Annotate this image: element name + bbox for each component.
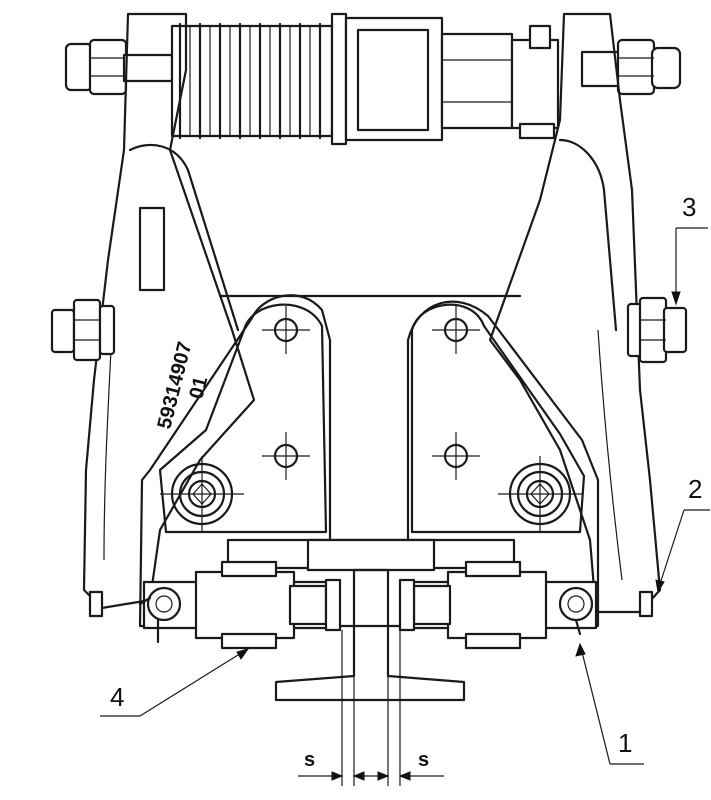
right-lever-arm [488, 12, 688, 614]
spring-actuator-assembly [64, 12, 682, 146]
gap-label-left: s [304, 749, 315, 771]
mounting-hole-top-right [432, 306, 480, 354]
left-adjuster-knob [138, 586, 182, 644]
callout-label-2: 2 [688, 474, 702, 504]
part-number-plate: 59314907 01 [154, 340, 213, 432]
rail-web [274, 568, 466, 702]
callout-2: 2 [655, 474, 710, 594]
callout-label-3: 3 [682, 192, 696, 222]
callout-4: 4 [100, 648, 250, 717]
mounting-hole-mid-left [262, 432, 310, 480]
left-lever-arm [50, 12, 256, 610]
callout-1: 1 [575, 642, 644, 765]
mounting-hole-mid-right [432, 432, 480, 480]
right-brake-shoe [88, 560, 654, 650]
mounting-hole-top-left [262, 306, 310, 354]
left-brake-shoe [138, 560, 342, 650]
pivot-pin-right [498, 456, 582, 532]
spring-stack [170, 22, 334, 140]
pivot-pin-left [160, 456, 244, 532]
callout-label-1: 1 [618, 728, 632, 758]
left-side-bolt [50, 298, 116, 362]
right-side-bolt [626, 296, 688, 364]
gap-dimension: s s [298, 630, 444, 786]
callout-3: 3 [671, 192, 708, 306]
right-adjuster-knob [558, 586, 594, 636]
gap-label-right: s [418, 749, 429, 771]
callout-label-4: 4 [110, 682, 124, 712]
